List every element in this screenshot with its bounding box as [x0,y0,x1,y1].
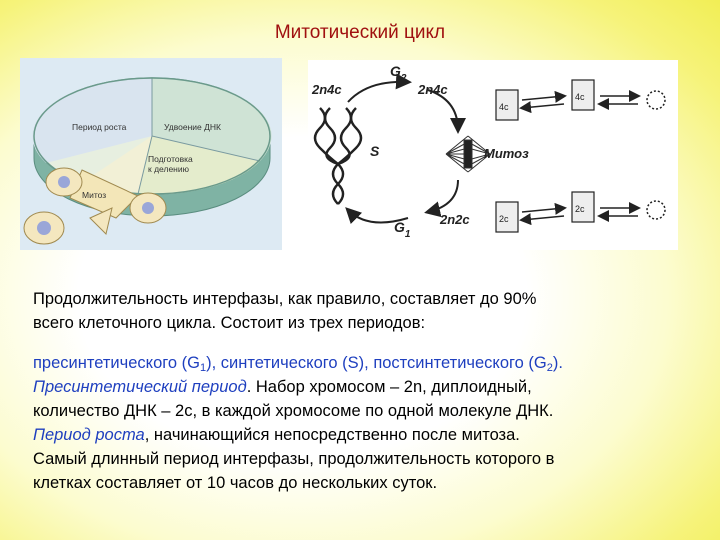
intro-paragraph: Продолжительность интерфазы, как правило… [33,287,693,335]
mitotic-cycle-schema: 4c 4c 2c 2c 2n4c G2 2n4c S [308,60,678,250]
longest-line-1: Самый длинный период интерфазы, продолжи… [33,450,555,468]
arrow-icon [424,179,459,218]
division-prep-label-2: к делению [148,164,190,174]
top-right-ploidy-label: 2n4c [417,82,448,97]
periods-line: пресинтетического (G1), синтетического (… [33,354,563,374]
dna-helix-icon [313,107,363,205]
cell-icon [129,192,167,224]
arrow-icon [345,207,409,225]
division-prep-label: Подготовка [148,154,193,164]
growth-term: Период роста [33,426,145,444]
intro-line-2: всего клеточного цикла. Состоит из трех … [33,314,426,332]
arrow-icon [347,73,412,103]
s-phase-label: S [370,143,380,159]
box-bottom-label: 2c [499,214,509,224]
cell-icon [45,167,83,197]
box-top-label: 4c [499,102,509,112]
intro-line-1: Продолжительность интерфазы, как правило… [33,290,537,308]
dna-amount-line: количество ДНК – 2с, в каждой хромосоме … [33,402,554,420]
cell-box-icon: 4c 4c [495,79,595,121]
cell-box-icon: 2c 2c [495,191,595,233]
longest-line-2: клетках составляет от 10 часов до нескол… [33,474,438,492]
dna-duplication-label: Удвоение ДНК [164,122,221,132]
exchange-arrows-icon [519,90,641,226]
cell-cycle-diagram: Период роста Удвоение ДНК Подготовка к д… [20,58,282,250]
bottom-ploidy-label: 2n2c [439,212,470,227]
presynthetic-line: Пресинтетический период. Набор хромосом … [33,378,532,396]
g2-label: G2 [390,63,407,84]
dividing-cell-icon [646,90,666,220]
g1-label: G1 [394,219,411,240]
mitosis-label: Митоз [484,146,529,161]
box-top-label-2: 4c [575,92,585,102]
slide-title: Митотический цикл [274,22,446,43]
periods-paragraph: пресинтетического (G1), синтетического (… [33,351,693,495]
arrow-icon [427,89,466,134]
presynthetic-term: Пресинтетический период [33,378,247,396]
cell-icon [23,211,65,245]
mitosis-sector-label: Митоз [82,190,106,200]
growth-period-label: Период роста [72,122,127,132]
box-bottom-label-2: 2c [575,204,585,214]
spindle-icon [445,135,491,173]
top-left-ploidy-label: 2n4c [311,82,342,97]
growth-line: Период роста, начинающийся непосредствен… [33,426,520,444]
